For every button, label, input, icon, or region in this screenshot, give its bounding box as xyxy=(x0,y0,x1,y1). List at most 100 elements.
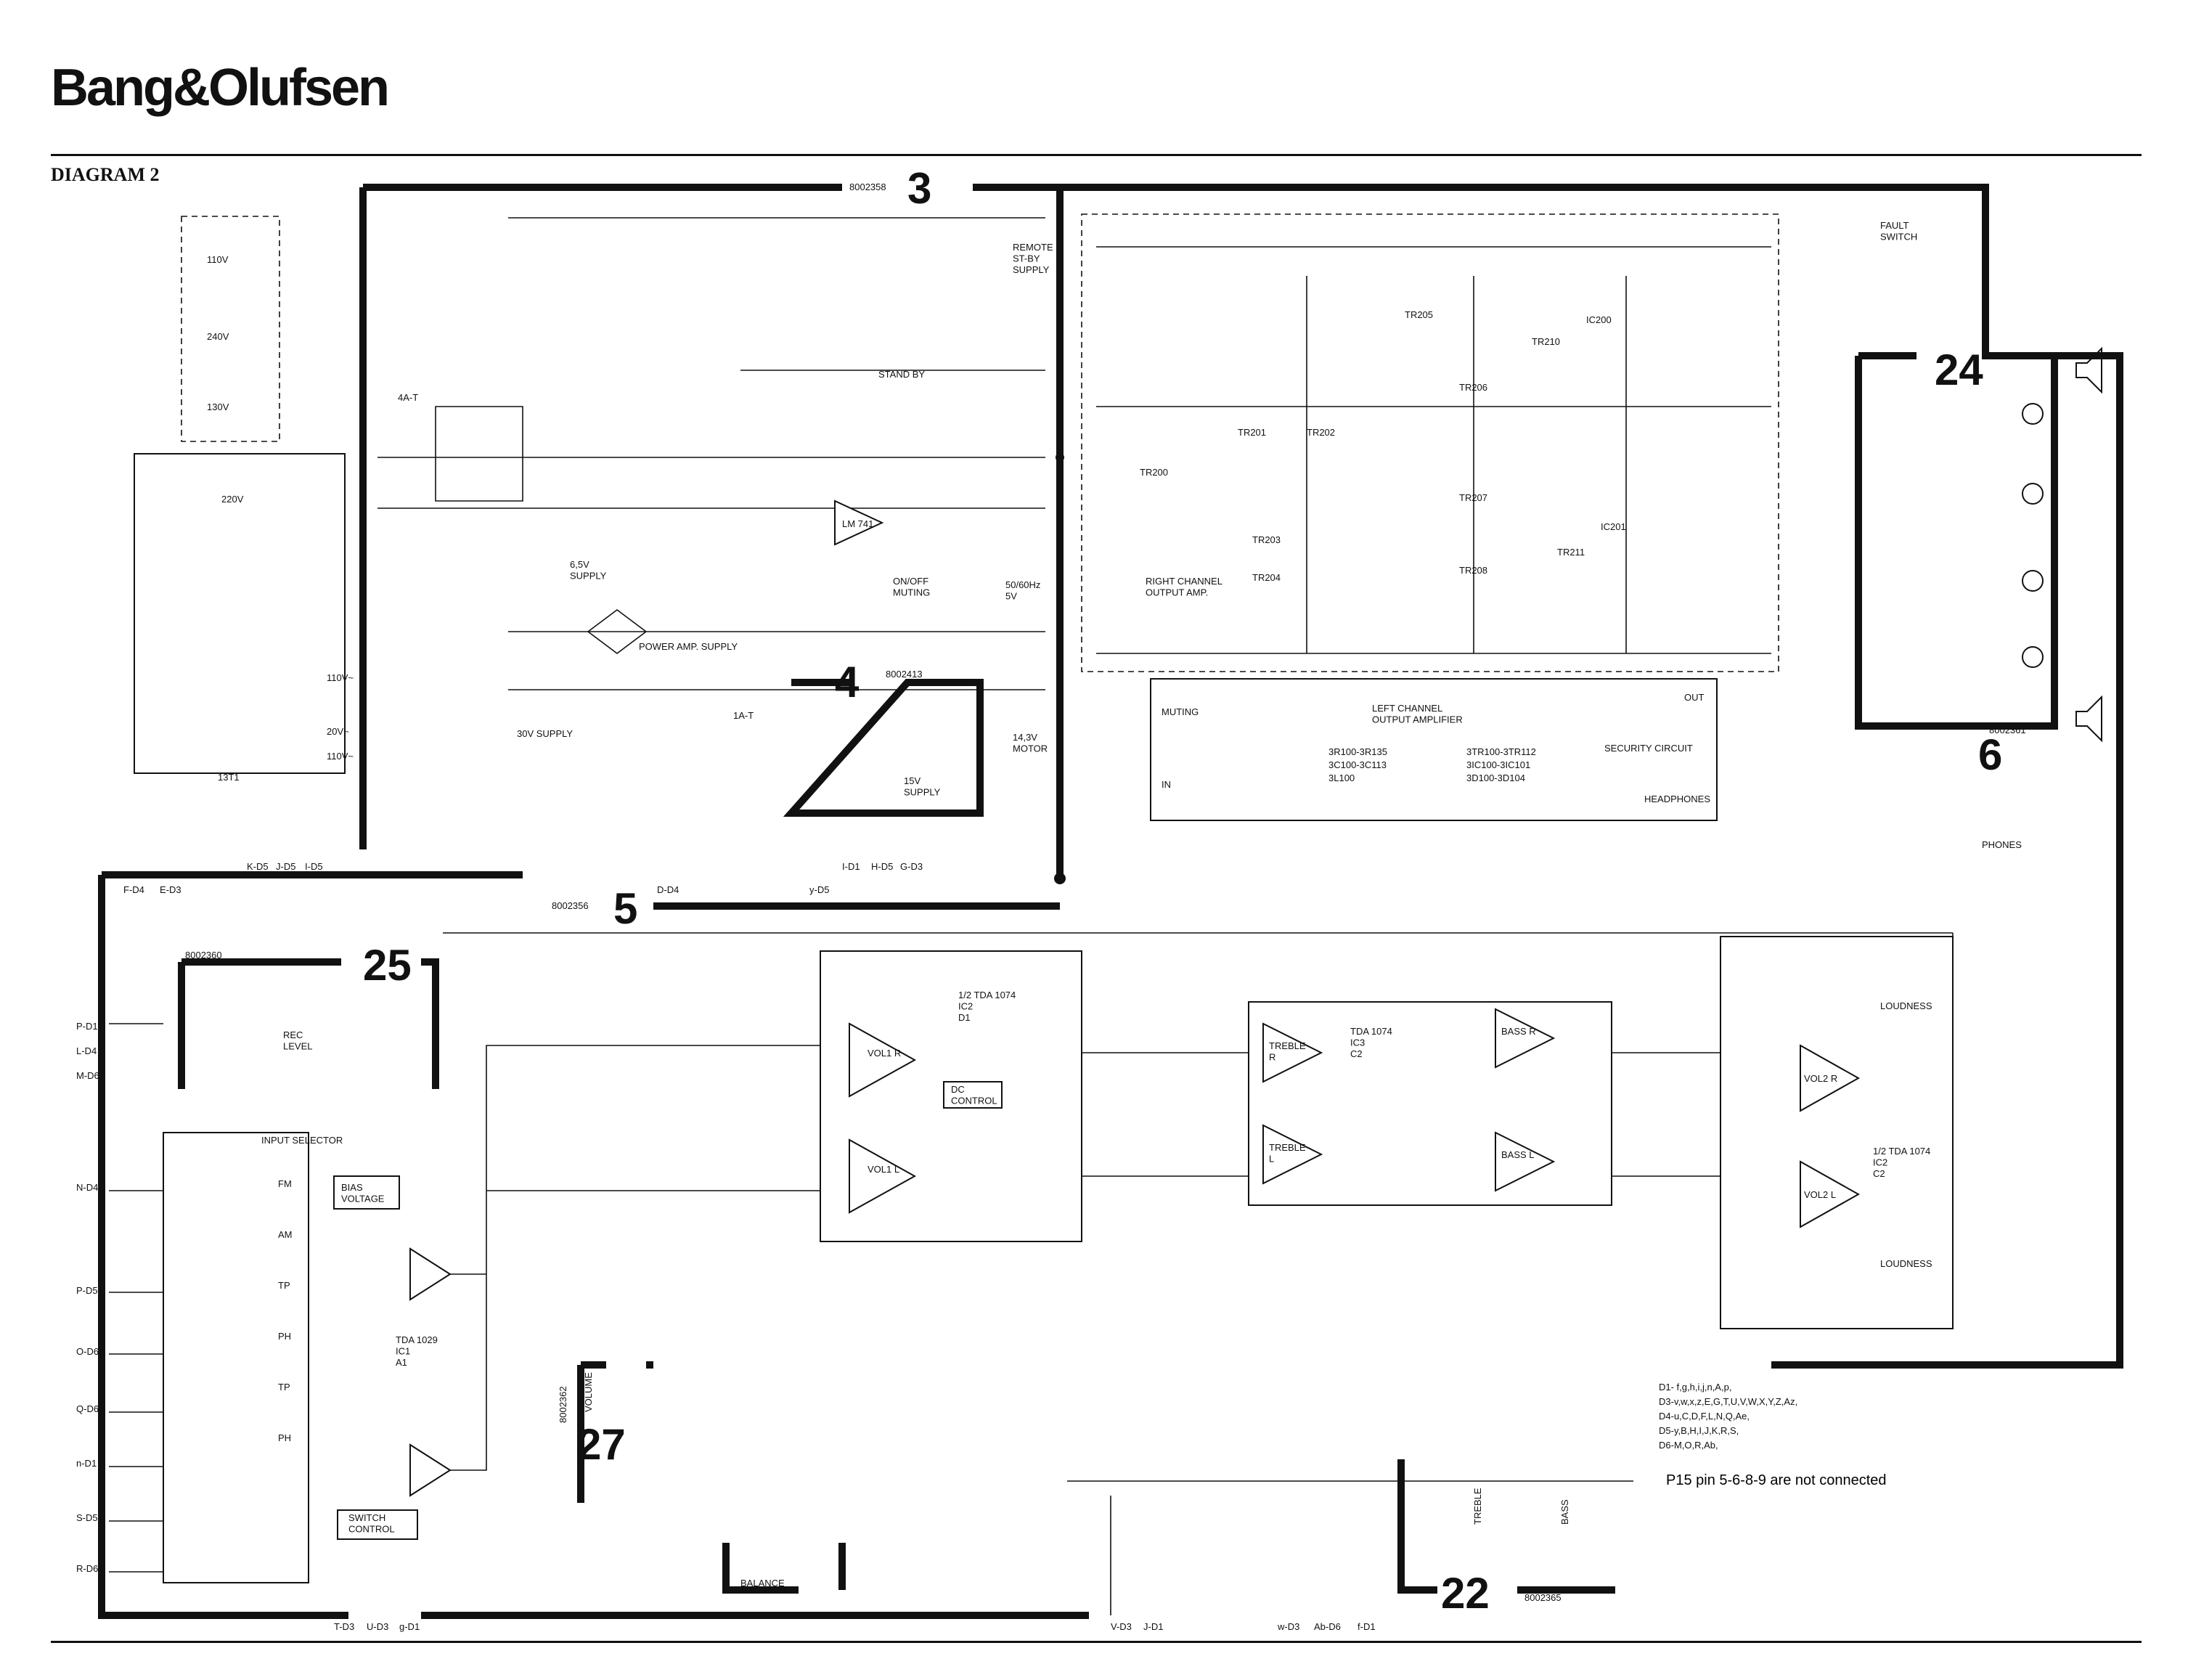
svg-text:TP: TP xyxy=(278,1280,290,1291)
left-parts-2: 3C100-3C113 xyxy=(1328,759,1387,770)
muting-label: MUTING xyxy=(1162,706,1199,717)
board-25-number: 25 xyxy=(363,941,412,990)
bias-voltage-box xyxy=(333,1175,400,1210)
svg-text:PH: PH xyxy=(278,1331,291,1342)
svg-text:I-D5: I-D5 xyxy=(305,861,323,872)
balance-label: BALANCE xyxy=(740,1578,785,1589)
volt-240: 240V xyxy=(207,331,229,342)
board-4-number: 4 xyxy=(835,658,860,706)
bass-l-label: BASS L xyxy=(1501,1149,1535,1160)
svg-text:G-D3: G-D3 xyxy=(900,861,923,872)
headphones-label: HEADPHONES xyxy=(1644,794,1710,804)
svg-text:M-D6: M-D6 xyxy=(76,1070,99,1081)
p15-note: P15 pin 5-6-8-9 are not connected xyxy=(1666,1472,1887,1488)
vol1-r-label: VOL1 R xyxy=(868,1048,901,1059)
vol1-r-amp xyxy=(849,1022,917,1098)
board-25-code: 8002360 xyxy=(185,950,222,961)
vol2-r-label: VOL2 R xyxy=(1804,1073,1837,1084)
input-selector-label: INPUT SELECTOR xyxy=(261,1135,343,1146)
svg-text:TR205: TR205 xyxy=(1405,309,1433,320)
svg-text:AM: AM xyxy=(278,1229,293,1240)
phones-label: PHONES xyxy=(1982,839,2022,850)
transformer-frame xyxy=(134,453,346,774)
security-circuit: SECURITY CIRCUIT xyxy=(1604,743,1693,754)
vol2-l-amp xyxy=(1800,1160,1861,1228)
board-5-code: 8002356 xyxy=(552,900,589,911)
svg-text:TR210: TR210 xyxy=(1532,336,1560,347)
header-rule xyxy=(51,154,2142,156)
left-parts-6: 3D100-3D104 xyxy=(1466,772,1525,783)
left-parts-5: 3IC100-3IC101 xyxy=(1466,759,1530,770)
volt-130: 130V xyxy=(207,401,229,412)
svg-text:g-D1: g-D1 xyxy=(399,1621,420,1632)
bass-r-amp xyxy=(1495,1008,1556,1069)
d-note-1: D1- f,g,h,i,j,n,A,p, xyxy=(1659,1382,1731,1392)
selector-buffer-r xyxy=(409,1247,452,1301)
treble-pot-label: TREBLE xyxy=(1472,1488,1483,1525)
output-jack-icon xyxy=(2022,403,2044,425)
ic1-lm741 xyxy=(834,499,884,546)
power-amp-supply: POWER AMP. SUPPLY xyxy=(639,641,738,652)
board-6-code: 8002361 xyxy=(1989,725,2026,735)
svg-text:U-D3: U-D3 xyxy=(367,1621,388,1632)
svg-text:IC201: IC201 xyxy=(1601,521,1626,532)
transformer-id: 13T1 xyxy=(218,772,240,783)
svg-text:PH: PH xyxy=(278,1432,291,1443)
right-channel-amp-box xyxy=(1081,213,1779,672)
diagram-title: DIAGRAM 2 xyxy=(51,164,160,185)
d-note-3: D4-u,C,D,F,L,N,Q,Ae, xyxy=(1659,1411,1750,1422)
output-jack-icon xyxy=(2022,646,2044,668)
d-note-4: D5-y,B,H,I,J,K,R,S, xyxy=(1659,1425,1739,1436)
vol2-l-label: VOL2 L xyxy=(1804,1189,1836,1200)
vol1-l-label: VOL1 L xyxy=(868,1164,899,1175)
left-connectors: F-D4 E-D3 K-D5 J-D5 I-D5 D-D4 y-D5 I-D1 … xyxy=(123,861,923,895)
volt-220: 220V xyxy=(221,494,244,505)
treble-r-amp xyxy=(1262,1022,1323,1083)
left-parts-1: 3R100-3R135 xyxy=(1328,746,1387,757)
bass-r-label: BASS R xyxy=(1501,1026,1536,1037)
ac-tap-3: 110V~ xyxy=(327,751,354,762)
ic2-tda1074-box xyxy=(820,950,1082,1242)
svg-text:IC200: IC200 xyxy=(1586,314,1612,325)
bottom-connectors: T-D3 U-D3 g-D1 V-D3 J-D1 w-D3 Ab-D6 f-D1 xyxy=(334,1621,1376,1632)
left-parts-4: 3TR100-3TR112 xyxy=(1466,746,1536,757)
volt-110: 110V xyxy=(207,254,229,265)
output-jack-icon xyxy=(2022,483,2044,505)
loudness-label-r: LOUDNESS xyxy=(1880,1000,1932,1011)
svg-text:n-D1: n-D1 xyxy=(76,1458,97,1469)
dc-control-a xyxy=(943,1081,1003,1109)
switch-control-box xyxy=(337,1509,418,1540)
svg-text:L-D4: L-D4 xyxy=(76,1045,97,1056)
volume-label: VOLUME xyxy=(583,1372,594,1412)
svg-text:H-D5: H-D5 xyxy=(871,861,893,872)
board-3-code: 8002358 xyxy=(849,182,886,192)
svg-text:O-D6: O-D6 xyxy=(76,1346,99,1357)
board-3-number: 3 xyxy=(907,164,931,213)
board-5-number: 5 xyxy=(613,884,637,933)
d-note-2: D3-v,w,x,z,E,G,T,U,V,W,X,Y,Z,Az, xyxy=(1659,1396,1797,1407)
svg-text:S-D5: S-D5 xyxy=(76,1512,98,1523)
board-22-number: 22 xyxy=(1441,1569,1490,1618)
svg-text:I-D1: I-D1 xyxy=(842,861,860,872)
junction-dot xyxy=(1054,873,1066,884)
svg-text:R-D6: R-D6 xyxy=(76,1563,98,1574)
selector-buffer-l xyxy=(409,1443,452,1497)
board-22-code: 8002365 xyxy=(1524,1592,1562,1603)
junction-dot xyxy=(1056,453,1064,462)
input-source-labels: FM AM TP PH TP PH xyxy=(278,1178,293,1443)
supply-30v: 30V SUPPLY xyxy=(517,728,573,739)
d-note-5: D6-M,O,R,Ab, xyxy=(1659,1440,1718,1451)
left-channel-amp-box xyxy=(1150,678,1718,821)
svg-text:K-D5: K-D5 xyxy=(247,861,269,872)
